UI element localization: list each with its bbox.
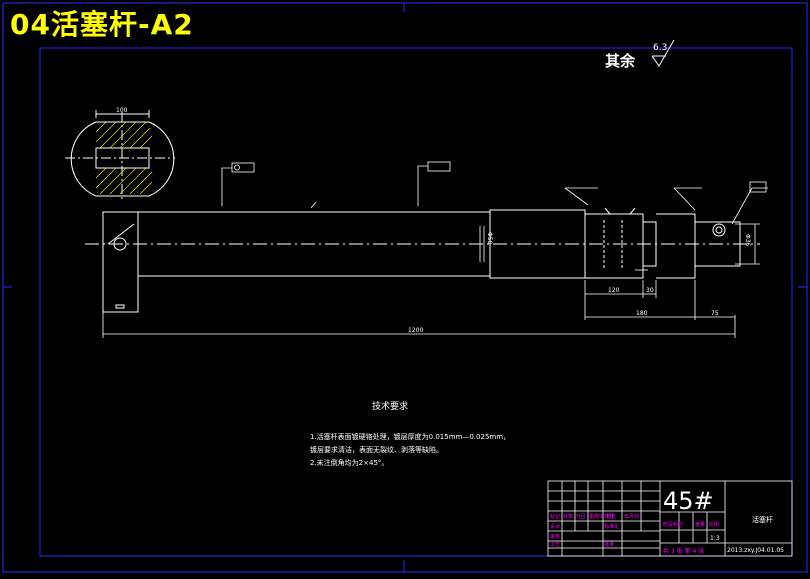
tech-requirement-3: 2.未注倒角均为2×45°。: [310, 458, 388, 467]
tb-label-scale: 比例: [709, 521, 719, 528]
rod-main-view: [85, 207, 760, 313]
tb-label-count: 处数: [563, 513, 573, 520]
dim-seg-a: 180: [636, 310, 648, 317]
tech-requirement-1: 1.活塞杆表面镀硬铬处理，镀层厚度为0.015mm—0.025mm，: [310, 432, 510, 441]
tech-requirements-title: 技术要求: [372, 400, 408, 412]
section-view: [65, 110, 175, 200]
dimension-lines: [102, 223, 760, 338]
roughness-value: 6.3: [653, 43, 667, 53]
title-block: 45# 活塞杆 2013.zxy.J04.01.05 1:3 共 3 张 第 4…: [547, 480, 793, 557]
tb-label-review: 审核: [550, 533, 560, 540]
technical-requirements: 技术要求 1.活塞杆表面镀硬铬处理，镀层厚度为0.015mm—0.025mm， …: [310, 400, 510, 467]
part-name: 活塞杆: [752, 515, 773, 524]
dim-total-length: 1200: [408, 327, 423, 334]
surface-roughness-note: 其余 6.3: [605, 39, 675, 70]
roughness-label: 其余: [605, 52, 636, 70]
tb-label-mark: 标记: [550, 513, 560, 520]
drawing-number: 2013.zxy.J04.01.05: [727, 547, 784, 554]
tech-requirement-2: 镀层要求清洁，表面无裂纹、剥落等缺陷。: [310, 445, 443, 454]
tb-label-weight: 重量: [695, 521, 705, 528]
dim-dia-right: Φ36: [744, 234, 751, 247]
tb-label-signature: 签名: [606, 513, 616, 520]
dim-seg-b: 120: [608, 287, 620, 294]
tb-label-approve: 批准: [604, 541, 614, 548]
dim-seg-c: 30: [646, 287, 654, 294]
tb-label-zone: 分区: [576, 513, 586, 520]
dimension-texts: 1200 75 180 120 30 100 Φ50 Φ36: [116, 107, 751, 334]
tb-label-change-doc: 更改文件号: [589, 513, 614, 520]
callouts: [221, 161, 768, 262]
drawing-title-overlay: 04活塞杆-A2: [10, 8, 194, 41]
dim-top-small: 100: [116, 107, 128, 114]
tb-label-process: 工艺: [550, 542, 560, 548]
tb-label-standard: 标准化: [604, 523, 619, 530]
dim-dia-main: Φ50: [486, 232, 493, 245]
scale-value: 1:3: [710, 535, 720, 542]
dim-right-end: 75: [711, 310, 719, 317]
tb-label-design: 设计: [550, 523, 560, 530]
roughness-symbol-icon: [651, 39, 675, 67]
tb-label-stage: 阶段标记: [663, 521, 683, 528]
sheet-info: 共 3 张 第 4 张: [663, 547, 704, 555]
tb-label-date: 年月日: [624, 513, 639, 520]
material-label: 45#: [663, 487, 714, 515]
